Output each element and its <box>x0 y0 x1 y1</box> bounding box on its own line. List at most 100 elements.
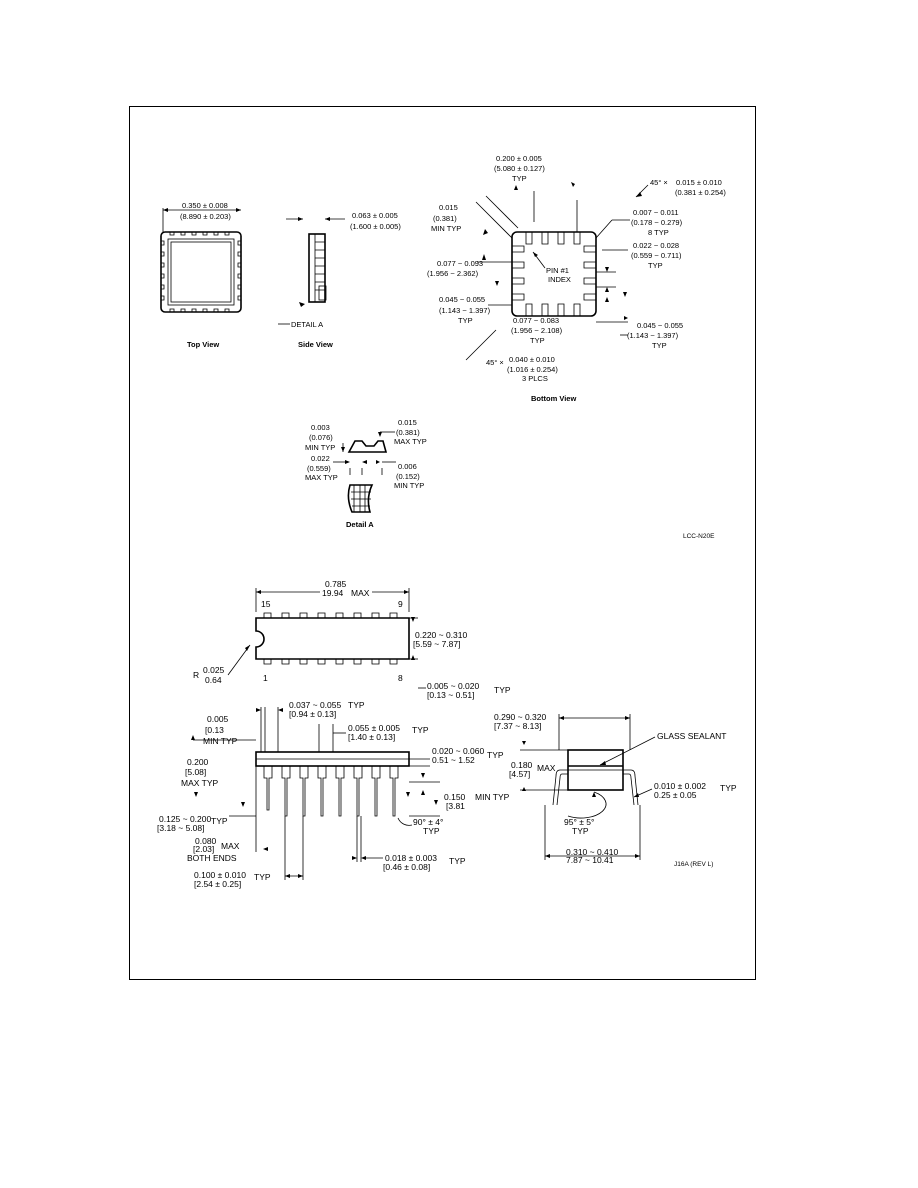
dsv-i-2: TYP <box>423 826 440 836</box>
da-dim1-3: MIN TYP <box>305 443 335 452</box>
dsv-h-1: 0.080 <box>195 836 217 846</box>
dip-body <box>255 617 410 660</box>
dsv-e-1: 0.020 ~ 0.060 <box>432 746 485 756</box>
castellations <box>161 232 241 312</box>
dev-width-top-1: 0.290 ~ 0.320 <box>494 712 547 722</box>
dev-height-2: [4.57] <box>509 769 530 779</box>
dev-width-bottom-2: 7.87 ~ 10.41 <box>566 855 614 865</box>
dip-side-view: 0.005 [0.13 MIN TYP 0.037 ~ 0.055 [0.94 … <box>157 700 510 889</box>
top-view-dim-2: (8.890 ± 0.203) <box>180 212 231 221</box>
top-view-dim-1: 0.350 ± 0.008 <box>182 201 228 210</box>
dsv-d-3: MAX TYP <box>181 778 218 788</box>
dsv-d-2: [5.08] <box>185 767 206 777</box>
dev-height-1: 0.180 <box>511 760 533 770</box>
bv-right-dim1-1: 0.007 ~ 0.011 <box>633 208 679 217</box>
dsv-h-4: BOTH ENDS <box>187 853 237 863</box>
dsv-b-2: [0.94 ± 0.13] <box>289 709 336 719</box>
drawing-frame <box>129 106 756 980</box>
bv-bottom-dim1-3: TYP <box>530 336 545 345</box>
dip-radius-1: R <box>193 670 199 680</box>
lid-outline <box>167 238 235 306</box>
bv-right-dim3-3: TYP <box>652 341 667 350</box>
dip-radius-2: 0.025 <box>203 665 225 675</box>
da-dim1-1: 0.003 <box>311 423 330 432</box>
dsv-j-1: 0.018 ± 0.003 <box>385 853 437 863</box>
bottom-view-caption: Bottom View <box>531 394 576 403</box>
dev-height-3: MAX <box>537 763 556 773</box>
dsv-c-1: 0.055 ± 0.005 <box>348 723 400 733</box>
dsv-k-1: 0.100 ± 0.010 <box>194 870 246 880</box>
dsv-f-2: [3.81 <box>446 801 465 811</box>
dsv-k-3: TYP <box>254 872 271 882</box>
pin-9-label: 9 <box>398 599 403 609</box>
dsv-g-1: 0.125 ~ 0.200 <box>159 814 212 824</box>
dsv-g-3: TYP <box>211 816 228 826</box>
dip-radius-3: 0.64 <box>205 675 222 685</box>
da-dim2-3: MAX TYP <box>394 437 427 446</box>
dsv-g-2: [3.18 ~ 5.08] <box>157 823 205 833</box>
bv-right-dim2-2: (0.559 ~ 0.711) <box>631 251 682 260</box>
pin-16-label: 15 <box>261 599 271 609</box>
da-dim4-3: MIN TYP <box>394 481 424 490</box>
top-view-caption: Top View <box>187 340 219 349</box>
dsv-f-3: MIN TYP <box>475 792 510 802</box>
pin-1-label: 1 <box>263 673 268 683</box>
dip-width-2: [5.59 ~ 7.87] <box>413 639 461 649</box>
bv-bottom-dim2-1: 45° × <box>486 358 504 367</box>
bv-bottom-dim1-2: (1.956 ~ 2.108) <box>511 326 563 335</box>
bv-top-dim-2: (5.080 ± 0.127) <box>494 164 545 173</box>
bv-left-dim3-3: TYP <box>458 316 473 325</box>
bv-angle-2: 0.015 ± 0.010 <box>676 178 722 187</box>
dsv-k-2: [2.54 ± 0.25] <box>194 879 241 889</box>
lcc-figure-id: LCC-N20E <box>683 533 715 540</box>
bv-top-dim-3: TYP <box>512 174 527 183</box>
bv-left-dim1-3: MIN TYP <box>431 224 461 233</box>
da-dim1-2: (0.076) <box>309 433 333 442</box>
bv-right-dim1-2: (0.178 ~ 0.279) <box>631 218 683 227</box>
dsv-j-3: TYP <box>449 856 466 866</box>
pin-index-2: INDEX <box>548 275 571 284</box>
bv-left-dim1-2: (0.381) <box>433 214 457 223</box>
top-view: 0.350 ± 0.008 (8.890 ± 0.203) Top View <box>160 201 242 349</box>
dev-lead-1: 0.010 ± 0.002 <box>654 781 706 791</box>
bv-bottom-dim2-3: (1.016 ± 0.254) <box>507 365 558 374</box>
dsv-b-3: TYP <box>348 700 365 710</box>
side-view-caption: Side View <box>298 340 333 349</box>
lcc-pads <box>512 232 596 316</box>
dip-top-view: 0.785 19.94 MAX 15 9 1 8 0.220 ~ 0.310 [… <box>193 579 511 700</box>
dsv-a-3: MIN TYP <box>203 736 238 746</box>
dev-width-bottom-1: 0.310 ~ 0.410 <box>566 847 619 857</box>
dev-lead-3: TYP <box>720 783 737 793</box>
bv-left-dim2-1: 0.077 ~ 0.093 <box>437 259 483 268</box>
dsv-a-2: [0.13 <box>205 725 224 735</box>
dip-end-2: [0.13 ~ 0.51] <box>427 690 475 700</box>
side-view-dim-1: 0.063 ± 0.005 <box>352 211 398 220</box>
da-dim2-1: 0.015 <box>398 418 417 427</box>
dsv-a-1: 0.005 <box>207 714 229 724</box>
dip-end-view: 0.290 ~ 0.320 [7.37 ~ 8.13] GLASS SEALAN… <box>494 712 737 865</box>
detail-a-caption: Detail A <box>346 520 374 529</box>
dsv-f-1: 0.150 <box>444 792 466 802</box>
dev-angle-1: 95° ± 5° <box>564 817 594 827</box>
da-dim3-3: MAX TYP <box>305 473 338 482</box>
bottom-view: 0.200 ± 0.005 (5.080 ± 0.127) TYP 45° × … <box>427 154 726 403</box>
dsv-e-3: TYP <box>487 750 504 760</box>
dsv-d-1: 0.200 <box>187 757 209 767</box>
chip-carrier-body <box>160 231 242 313</box>
dsv-j-2: [0.46 ± 0.08] <box>383 862 430 872</box>
da-dim4-2: (0.152) <box>396 472 420 481</box>
dip-length-1: 0.785 <box>325 579 347 589</box>
detail-a-callout: DETAIL A <box>291 320 323 329</box>
dip-length-3: MAX <box>351 588 370 598</box>
dsv-h-3: MAX <box>221 841 240 851</box>
dsv-e-2: 0.51 ~ 1.52 <box>432 755 475 765</box>
dev-lead-2: 0.25 ± 0.05 <box>654 790 697 800</box>
dip-figure-id: J16A (REV L) <box>674 861 713 868</box>
da-dim3-1: 0.022 <box>311 454 330 463</box>
pin-index-1: PIN #1 <box>546 266 569 275</box>
side-view-dim-2: (1.600 ± 0.005) <box>350 222 401 231</box>
bv-bottom-dim2-2: 0.040 ± 0.010 <box>509 355 555 364</box>
detail-a: 0.003 (0.076) MIN TYP 0.015 (0.381) MAX … <box>305 418 427 529</box>
bv-bottom-dim1-1: 0.077 ~ 0.083 <box>513 316 559 325</box>
